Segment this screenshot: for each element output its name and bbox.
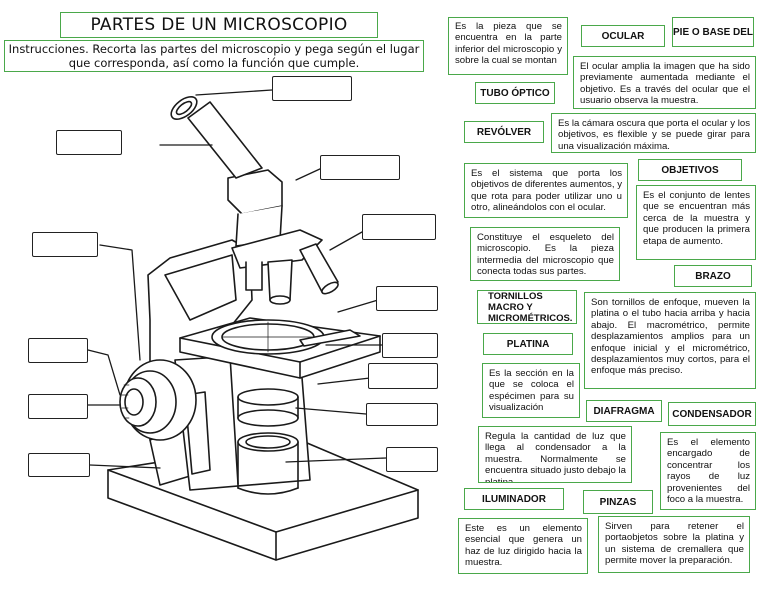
desc-ocular: El ocular amplia la imagen que ha sido p… bbox=[573, 56, 756, 109]
label-diafragma: DIAFRAGMA bbox=[586, 400, 662, 422]
blank-revolver[interactable] bbox=[320, 155, 400, 180]
blank-objectives[interactable] bbox=[362, 214, 436, 240]
desc-brazo: Constituye el esqueleto del microscopio.… bbox=[470, 227, 620, 281]
instructions: Instrucciones. Recorta las partes del mi… bbox=[4, 40, 424, 72]
desc-tubo: Es la cámara oscura que porta el ocular … bbox=[551, 113, 756, 153]
label-brazo: BRAZO bbox=[674, 265, 752, 287]
label-ocular: OCULAR bbox=[581, 25, 665, 47]
blank-clips[interactable] bbox=[376, 286, 438, 311]
blank-knob-macro[interactable] bbox=[28, 338, 88, 363]
blank-diaphragm[interactable] bbox=[368, 363, 438, 389]
blank-ocular[interactable] bbox=[272, 76, 352, 101]
page-title: PARTES DE UN MICROSCOPIO bbox=[60, 12, 378, 38]
desc-pinzas: Sirven para retener el portaobjetos sobr… bbox=[598, 516, 750, 573]
desc-revolver: Es el sistema que porta los objetivos de… bbox=[464, 163, 628, 218]
blank-condenser[interactable] bbox=[366, 403, 438, 426]
label-objetivos: OBJETIVOS bbox=[638, 159, 742, 181]
label-condensador: CONDENSADOR bbox=[668, 402, 756, 426]
desc-objetivos: Es el conjunto de lentes que se encuentr… bbox=[636, 185, 756, 260]
blank-knob-micro[interactable] bbox=[28, 394, 88, 419]
desc-base: Es la pieza que se encuentra en la parte… bbox=[448, 17, 568, 75]
label-tubo-optico: TUBO ÓPTICO bbox=[475, 82, 555, 104]
label-pie-base: PIE O BASE DEL bbox=[672, 17, 754, 47]
desc-condensador: Es el elemento encargado de concentrar l… bbox=[660, 432, 756, 510]
label-tornillos: TORNILLOS MACRO Y MICROMÉTRICOS. bbox=[477, 290, 577, 324]
desc-platina: Es la sección en la que se coloca el esp… bbox=[482, 363, 580, 418]
desc-iluminador: Este es un elemento esencial que genera … bbox=[458, 518, 588, 574]
blank-arm[interactable] bbox=[32, 232, 98, 257]
label-pinzas: PINZAS bbox=[583, 490, 653, 514]
label-iluminador: ILUMINADOR bbox=[464, 488, 564, 510]
blank-tube[interactable] bbox=[56, 130, 122, 155]
blank-illuminator[interactable] bbox=[386, 447, 438, 472]
blank-base[interactable] bbox=[28, 453, 90, 477]
desc-tornillos: Son tornillos de enfoque, mueven la plat… bbox=[584, 292, 756, 389]
label-revolver: REVÓLVER bbox=[464, 121, 544, 143]
blank-stage[interactable] bbox=[382, 333, 438, 358]
label-platina: PLATINA bbox=[483, 333, 573, 355]
desc-diafragma: Regula la cantidad de luz que llega al c… bbox=[478, 426, 632, 483]
